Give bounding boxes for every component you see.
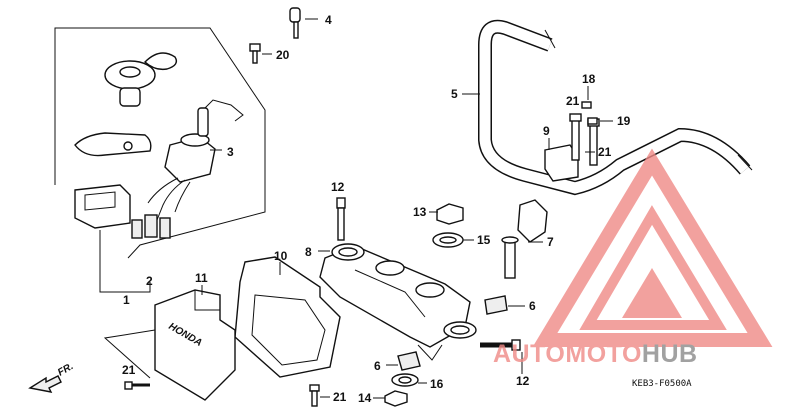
callout-12-lower: 12 [516, 374, 530, 388]
switch-cover [74, 132, 152, 157]
front-direction-arrow: FR. [28, 361, 75, 393]
diagram-code: KEB3-F0500A [632, 379, 692, 389]
callout-2: 2 [146, 274, 153, 288]
key [289, 7, 301, 39]
emblem-plate: HONDA [154, 289, 236, 401]
callout-21-b: 21 [598, 145, 612, 159]
callout-5: 5 [451, 87, 458, 101]
callout-16: 16 [430, 377, 444, 391]
stem-nut [436, 203, 464, 225]
bolt-20 [309, 384, 320, 407]
bolt-12-upper [336, 197, 346, 241]
ignition-switch [147, 99, 244, 226]
callout-3: 3 [227, 145, 234, 159]
callout-labels: 4 20 3 2 1 10 11 21 21 12 8 13 15 5 18 2… [122, 13, 631, 405]
callout-19: 21 [122, 363, 136, 377]
cushion-lower [397, 351, 421, 371]
callout-10: 10 [274, 249, 288, 263]
callout-12-upper: 12 [331, 180, 345, 194]
callout-4: 4 [325, 13, 332, 27]
watermark-triangle [532, 148, 773, 347]
callout-18: 20 [276, 48, 290, 62]
flange-nut [384, 390, 408, 407]
watermark-logo: AUTOMOTOHUB [493, 148, 773, 368]
callout-17-b: 19 [617, 114, 631, 128]
svg-text:FR.: FR. [56, 361, 75, 379]
cushion-upper [484, 295, 508, 315]
callout-6-upper: 6 [529, 299, 536, 313]
watermark-text: AUTOMOTOHUB [493, 340, 698, 368]
callout-20: 21 [333, 390, 347, 404]
handlebar-holder [544, 101, 600, 182]
callout-13: 13 [413, 205, 427, 219]
switch-holder [74, 184, 131, 229]
screw-19 [124, 381, 150, 390]
bolt-12-lower [480, 339, 521, 351]
callout-21-a: 21 [566, 94, 580, 108]
callout-11: 11 [195, 271, 208, 285]
callout-14: 14 [358, 391, 372, 405]
handlebar [478, 19, 753, 196]
steering-stem [501, 199, 548, 279]
callout-9: 9 [543, 124, 550, 138]
ignition-cap [104, 52, 178, 107]
callout-8: 7 [547, 235, 554, 249]
callout-6-lower: 6 [374, 359, 381, 373]
wire-connectors [131, 214, 171, 239]
callout-15: 15 [477, 233, 491, 247]
callout-7: 8 [305, 245, 312, 259]
bolt-18 [249, 43, 261, 64]
meter-cover [234, 256, 341, 378]
ignition-kit-group [54, 27, 266, 293]
callout-1: 1 [123, 293, 130, 307]
callout-17-a: 18 [582, 72, 596, 86]
top-bridge [319, 243, 477, 348]
